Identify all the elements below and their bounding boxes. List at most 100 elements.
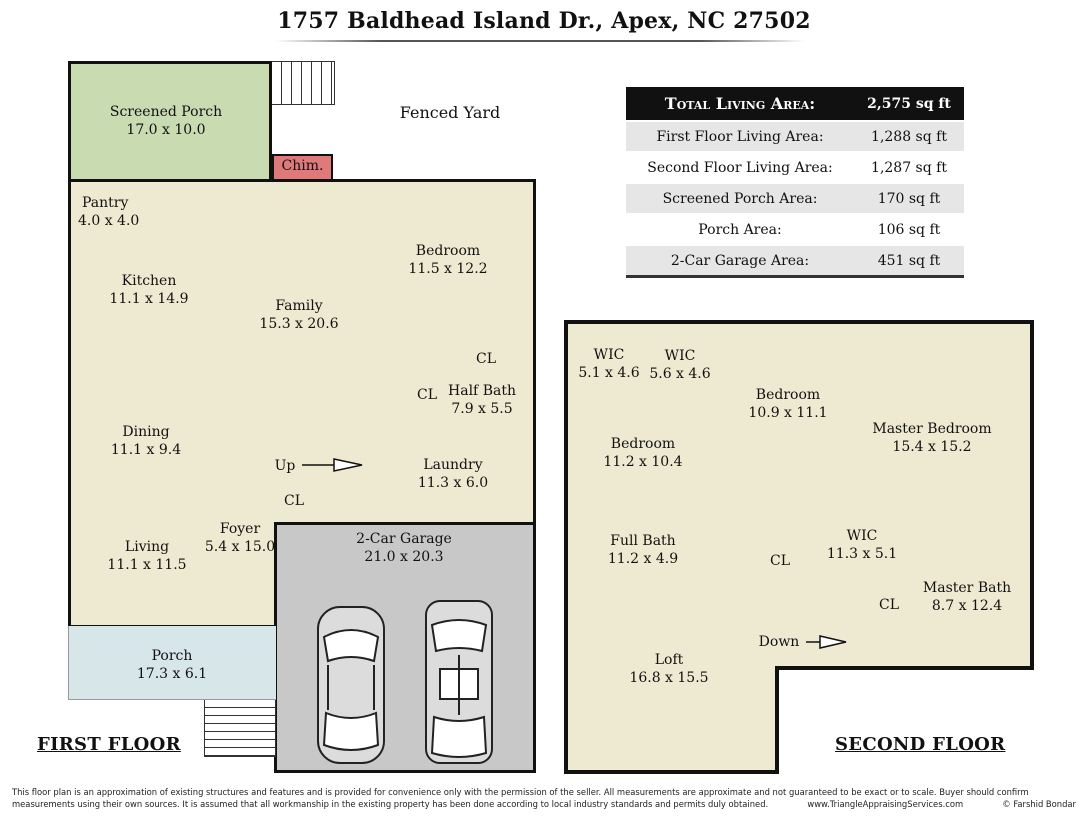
disclaimer-line-2: measurements using their own sources. It… [12, 798, 1076, 810]
area-row: Porch Area: 106 sq ft [626, 215, 964, 246]
half-bath-label: Half Bath 7.9 x 5.5 [448, 382, 516, 418]
room-dims: 17.3 x 6.1 [136, 666, 208, 682]
area-row-total: Total Living Area: 2,575 sq ft [626, 87, 964, 122]
closet-text: CL [878, 597, 900, 613]
bedroom-a-label: Bedroom 10.9 x 11.1 [748, 386, 827, 422]
room-dims: 15.3 x 20.6 [259, 316, 339, 332]
second-floor-outline [564, 320, 1034, 774]
area-value: 2,575 sq ft [867, 95, 951, 112]
porch-room [68, 626, 276, 700]
screened-porch-label: Screened Porch 17.0 x 10.0 [110, 103, 222, 139]
area-label: Screened Porch Area: [662, 190, 818, 207]
deck-stairs [272, 61, 335, 105]
room-dims: 11.5 x 12.2 [408, 261, 488, 277]
room-name: WIC [664, 348, 696, 364]
room-dims: 15.4 x 15.2 [892, 439, 972, 455]
room-dims: 7.9 x 5.5 [451, 401, 513, 417]
room-name: Kitchen [121, 273, 177, 289]
room-name: Screened Porch [109, 104, 223, 120]
room-name: Bedroom [755, 387, 821, 403]
title-underline [275, 40, 805, 42]
room-dims: 5.6 x 4.6 [649, 366, 711, 382]
full-bath-label: Full Bath 11.2 x 4.9 [608, 532, 678, 568]
down-stairs-arrow [806, 635, 847, 649]
wic-1-label: WIC 5.1 x 4.6 [578, 346, 639, 382]
master-bath-label: Master Bath 8.7 x 12.4 [923, 579, 1011, 615]
room-name: Laundry [423, 457, 483, 473]
porch-label: Porch 17.3 x 6.1 [137, 647, 207, 683]
room-name: Family [275, 298, 323, 314]
foyer-label: Foyer 5.4 x 15.0 [205, 520, 275, 556]
stairs-text: Down [758, 634, 800, 650]
up-stairs-arrow [302, 458, 363, 472]
kitchen-label: Kitchen 11.1 x 14.9 [109, 272, 188, 308]
room-name: Porch [151, 648, 193, 664]
pantry-label: Pantry 4.0 x 4.0 [78, 194, 139, 230]
room-dims: 4.0 x 4.0 [78, 213, 140, 229]
family-label: Family 15.3 x 20.6 [259, 297, 338, 333]
room-dims: 10.9 x 11.1 [748, 405, 828, 421]
room-dims: 17.0 x 10.0 [126, 122, 206, 138]
room-name: Master Bedroom [872, 421, 992, 437]
room-name: WIC [593, 347, 625, 363]
closet-label-3: CL [284, 492, 304, 510]
closet-text: CL [283, 493, 305, 509]
up-label: Up [275, 457, 296, 475]
closet-label-4: CL [770, 552, 790, 570]
wic-2-label: WIC 5.6 x 4.6 [649, 347, 710, 383]
area-row: First Floor Living Area: 1,288 sq ft [626, 122, 964, 153]
room-dims: 21.0 x 20.3 [364, 549, 444, 565]
front-stairs [204, 700, 276, 757]
area-value: 1,288 sq ft [871, 128, 947, 145]
living-label: Living 11.1 x 11.5 [107, 538, 186, 574]
car-right [425, 600, 493, 764]
room-name: Full Bath [610, 533, 676, 549]
closet-label-1: CL [476, 350, 496, 368]
area-summary-table: Total Living Area: 2,575 sq ft First Flo… [626, 87, 964, 278]
area-label: Second Floor Living Area: [647, 159, 833, 176]
bedroom-label: Bedroom 11.5 x 12.2 [408, 242, 487, 278]
bedroom-b-label: Bedroom 11.2 x 10.4 [603, 435, 682, 471]
room-name: Bedroom [415, 243, 481, 259]
closet-label-5: CL [879, 596, 899, 614]
laundry-label: Laundry 11.3 x 6.0 [418, 456, 488, 492]
room-name: Master Bath [922, 580, 1012, 596]
room-dims: 11.1 x 9.4 [110, 442, 182, 458]
room-dims: 11.2 x 10.4 [603, 454, 683, 470]
room-name: Pantry [82, 195, 129, 211]
website-link[interactable]: www.TriangleAppraisingServices.com [807, 799, 964, 809]
disclaimer-text: measurements using their own sources. It… [12, 799, 769, 809]
room-name: Living [124, 539, 170, 555]
area-label: 2-Car Garage Area: [670, 252, 810, 269]
area-value: 170 sq ft [877, 190, 941, 207]
room-name: Foyer [219, 521, 261, 537]
garage-label: 2-Car Garage 21.0 x 20.3 [356, 530, 452, 566]
screened-porch-room [68, 61, 272, 183]
area-value: 106 sq ft [877, 221, 941, 238]
garage-cars [317, 600, 493, 764]
wic-3-label: WIC 11.3 x 5.1 [827, 527, 897, 563]
down-label: Down [759, 633, 800, 651]
disclaimer-line-1: This floor plan is an approximation of e… [12, 787, 1029, 797]
room-dims: 5.1 x 4.6 [578, 365, 640, 381]
room-name: Loft [654, 652, 684, 668]
page-title: 1757 Baldhead Island Dr., Apex, NC 27502 [277, 8, 811, 34]
fenced-yard-label: Fenced Yard [400, 104, 501, 122]
fenced-yard-text: Fenced Yard [399, 103, 501, 122]
second-floor-heading: SECOND FLOOR [835, 734, 1006, 755]
stairs-text: Up [274, 458, 296, 474]
first-floor-heading: FIRST FLOOR [37, 734, 181, 755]
room-dims: 11.1 x 14.9 [109, 291, 189, 307]
room-dims: 8.7 x 12.4 [931, 598, 1003, 614]
area-value: 451 sq ft [877, 252, 941, 269]
closet-text: CL [416, 387, 438, 403]
room-dims: 11.3 x 6.0 [417, 475, 489, 491]
area-row: 2-Car Garage Area: 451 sq ft [626, 246, 964, 278]
area-value: 1,287 sq ft [871, 159, 947, 176]
loft-label: Loft 16.8 x 15.5 [629, 651, 708, 687]
room-name: WIC [846, 528, 878, 544]
area-label: First Floor Living Area: [656, 128, 824, 145]
room-dims: 5.4 x 15.0 [204, 539, 276, 555]
room-name: Bedroom [610, 436, 676, 452]
room-dims: 11.1 x 11.5 [107, 557, 187, 573]
